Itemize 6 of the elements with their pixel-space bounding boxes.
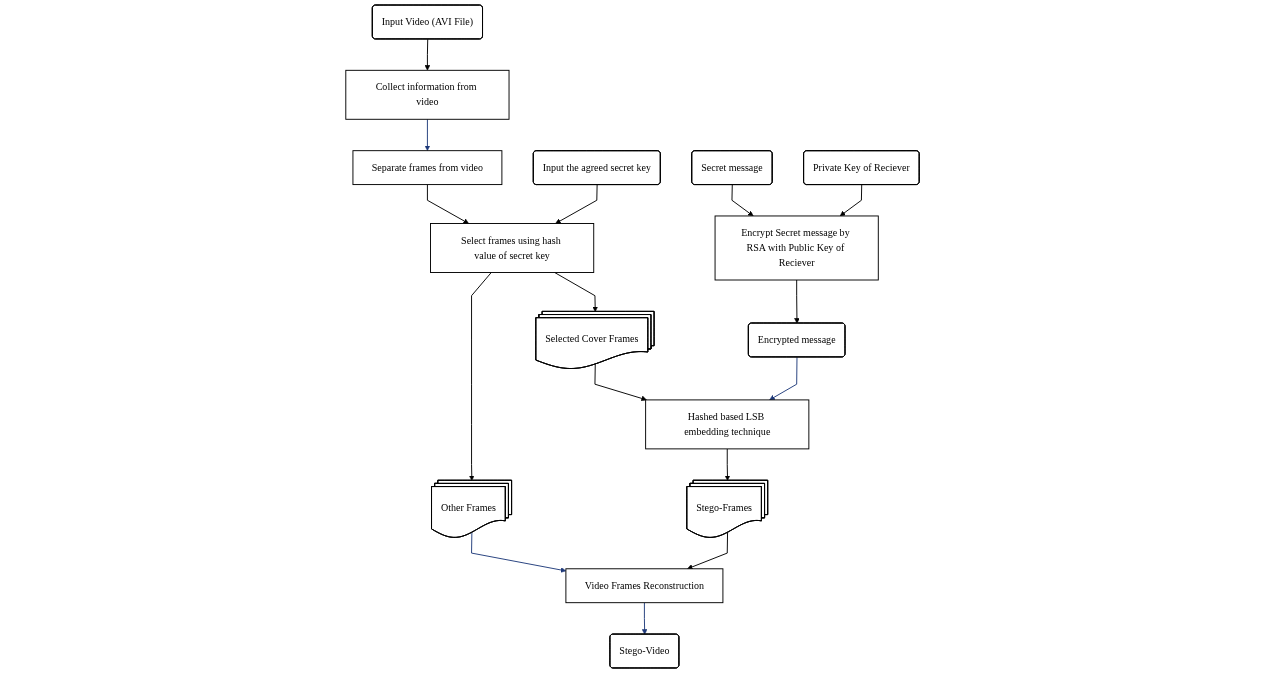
node-box: Select frames using hash value of secret key [430, 223, 595, 273]
node-box: Separate frames from video [352, 150, 503, 186]
node-box: Video Frames Reconstruction [565, 568, 724, 604]
node-box: Collect information from video [345, 69, 510, 120]
node-box: Encrypt Secret message by RSA with Public Key of Reciever [714, 215, 879, 281]
node-box: Hashed based LSB embedding technique [645, 399, 810, 450]
